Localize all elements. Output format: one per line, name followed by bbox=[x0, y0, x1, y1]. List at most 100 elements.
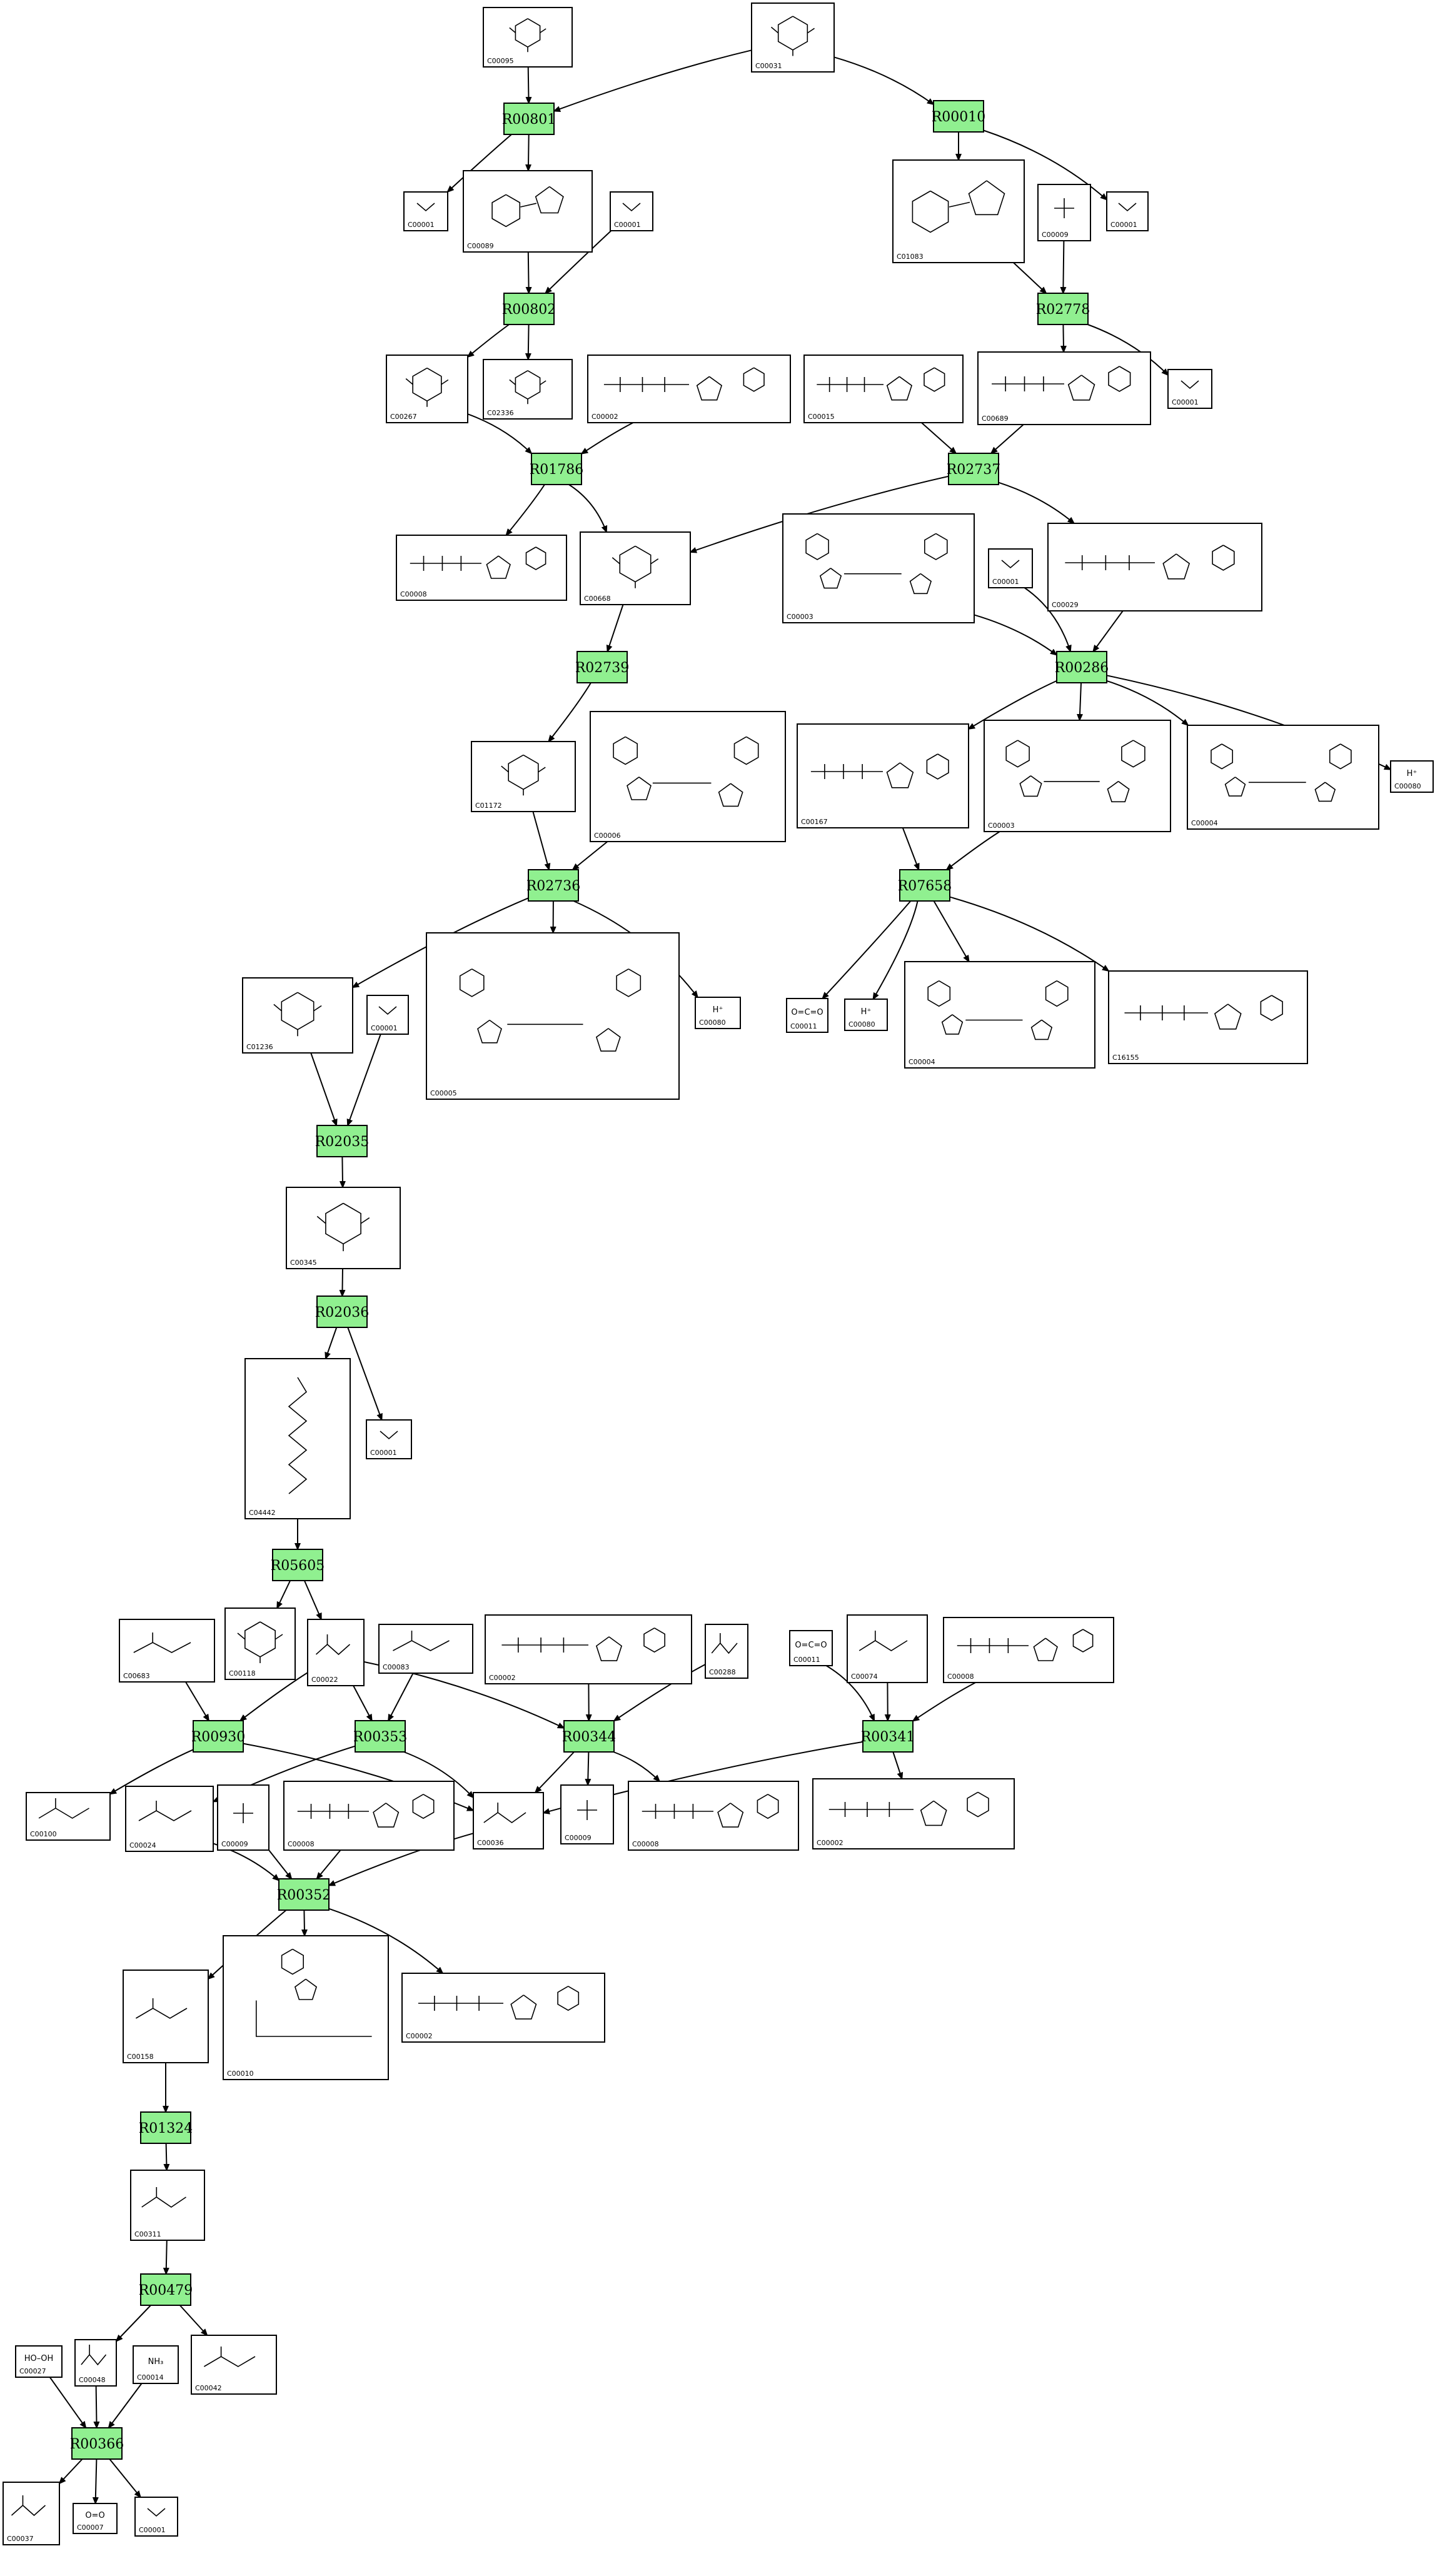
reaction-node[interactable]: R02035 bbox=[315, 1125, 370, 1157]
compound-node[interactable]: C04442 bbox=[244, 1358, 351, 1519]
compound-node[interactable]: C00009 bbox=[560, 1784, 614, 1844]
compound-node[interactable]: C00006 bbox=[590, 711, 786, 842]
compound-node[interactable]: H⁺C00080 bbox=[1390, 760, 1434, 793]
compound-node[interactable]: C00004 bbox=[1187, 725, 1379, 830]
compound-node[interactable]: C00001 bbox=[134, 2497, 178, 2537]
reaction-node[interactable]: R00010 bbox=[932, 100, 986, 133]
reaction-node[interactable]: R07658 bbox=[898, 869, 952, 902]
compound-node[interactable]: C00158 bbox=[123, 1970, 209, 2063]
compound-node[interactable]: C00008 bbox=[396, 535, 567, 601]
compound-node[interactable]: C00074 bbox=[847, 1614, 928, 1683]
compound-box bbox=[1390, 760, 1434, 793]
reaction-node[interactable]: R00802 bbox=[502, 293, 556, 325]
reaction-edge bbox=[328, 1833, 474, 1886]
compound-node[interactable]: C01172 bbox=[471, 741, 576, 812]
compound-node[interactable]: C00002 bbox=[812, 1778, 1015, 1849]
reaction-node[interactable]: R05605 bbox=[271, 1549, 325, 1581]
compound-node[interactable]: C00036 bbox=[473, 1792, 544, 1849]
compound-node[interactable]: C00008 bbox=[283, 1781, 455, 1851]
compound-node[interactable]: C00009 bbox=[1037, 184, 1091, 241]
compound-node[interactable]: C00015 bbox=[803, 355, 964, 423]
reaction-node[interactable]: R00479 bbox=[139, 2273, 193, 2306]
reaction-box bbox=[503, 293, 555, 325]
compound-node[interactable]: C16155 bbox=[1108, 970, 1308, 1064]
reaction-node[interactable]: R00344 bbox=[562, 1720, 617, 1753]
reaction-box bbox=[933, 100, 984, 133]
reaction-node[interactable]: R01786 bbox=[530, 453, 584, 485]
reaction-node[interactable]: R02737 bbox=[947, 453, 1001, 485]
compound-node[interactable]: C00345 bbox=[286, 1187, 401, 1269]
compound-node[interactable]: C00031 bbox=[751, 3, 835, 73]
compound-node[interactable]: C00689 bbox=[977, 351, 1151, 425]
compound-node[interactable]: C00008 bbox=[628, 1781, 799, 1851]
reaction-node[interactable]: R00352 bbox=[277, 1878, 331, 1911]
compound-node[interactable]: H⁺C00080 bbox=[695, 997, 741, 1029]
structure-glyph bbox=[315, 1634, 351, 1656]
compound-node[interactable]: C00042 bbox=[191, 2335, 277, 2395]
compound-node[interactable]: C00002 bbox=[587, 355, 791, 423]
structure-glyph bbox=[992, 366, 1131, 401]
reaction-node[interactable]: R00930 bbox=[191, 1720, 246, 1753]
compound-id: C00011 bbox=[790, 1022, 817, 1030]
reaction-node[interactable]: R00286 bbox=[1055, 651, 1109, 683]
compound-node[interactable]: C00022 bbox=[307, 1619, 365, 1686]
compound-node[interactable]: C00267 bbox=[386, 355, 468, 423]
compound-node[interactable]: C00001 bbox=[403, 191, 448, 231]
reaction-edge bbox=[179, 2305, 208, 2337]
compound-node[interactable]: C00002 bbox=[401, 1973, 605, 2043]
compound-node[interactable]: C00004 bbox=[904, 961, 1095, 1069]
reaction-node[interactable]: R00353 bbox=[353, 1720, 408, 1753]
compound-node[interactable]: C00010 bbox=[223, 1935, 389, 2080]
reaction-node[interactable]: R02736 bbox=[526, 869, 581, 902]
reaction-node[interactable]: R01324 bbox=[139, 2111, 193, 2144]
compound-node[interactable]: C01083 bbox=[892, 159, 1025, 263]
compound-node[interactable]: C00001 bbox=[366, 995, 409, 1035]
compound-node[interactable]: C00024 bbox=[125, 1786, 214, 1852]
compound-id: C00008 bbox=[632, 1840, 659, 1848]
compound-node[interactable]: C00683 bbox=[119, 1619, 215, 1683]
compound-node[interactable]: C00002 bbox=[485, 1614, 692, 1684]
compound-node[interactable]: C00003 bbox=[984, 720, 1171, 832]
compound-node[interactable]: C00089 bbox=[463, 170, 593, 253]
compound-node[interactable]: C00311 bbox=[130, 2170, 205, 2241]
reaction-node[interactable]: R02778 bbox=[1036, 293, 1090, 325]
compound-node[interactable]: C02336 bbox=[483, 359, 573, 420]
compound-node[interactable]: C00668 bbox=[580, 531, 691, 605]
compound-node[interactable]: C00009 bbox=[217, 1784, 269, 1851]
compound-node[interactable]: C00008 bbox=[943, 1617, 1114, 1683]
compound-node[interactable]: C00005 bbox=[426, 932, 680, 1100]
compound-node[interactable]: C00037 bbox=[3, 2482, 60, 2545]
compound-node[interactable]: C00095 bbox=[483, 7, 573, 68]
compound-node[interactable]: C00100 bbox=[26, 1792, 111, 1841]
compound-node[interactable]: C00083 bbox=[378, 1624, 473, 1674]
compound-node[interactable]: H⁺C00080 bbox=[844, 999, 888, 1031]
compound-node[interactable]: C00167 bbox=[797, 723, 969, 828]
reaction-box bbox=[948, 453, 999, 485]
compound-node[interactable]: C01236 bbox=[242, 977, 353, 1054]
reaction-node[interactable]: R02036 bbox=[315, 1296, 370, 1328]
reaction-node[interactable]: R00341 bbox=[861, 1720, 915, 1753]
compound-node[interactable]: C00003 bbox=[782, 513, 975, 623]
reaction-edge bbox=[912, 1682, 976, 1722]
reaction-node[interactable]: R02739 bbox=[575, 651, 630, 683]
compound-node[interactable]: C00001 bbox=[988, 548, 1033, 588]
compound-node[interactable]: C00001 bbox=[1167, 369, 1212, 409]
compound-node[interactable]: C00001 bbox=[1106, 191, 1149, 231]
reaction-id: R00366 bbox=[70, 2437, 124, 2452]
reaction-node[interactable]: R00801 bbox=[502, 103, 556, 135]
compound-id: C00683 bbox=[123, 1672, 150, 1680]
compound-node[interactable]: C00048 bbox=[74, 2339, 117, 2387]
compound-node[interactable]: C00001 bbox=[366, 1419, 412, 1459]
compound-node[interactable]: C00029 bbox=[1047, 523, 1262, 611]
reaction-edges bbox=[49, 49, 1392, 2505]
reaction-node[interactable]: R00366 bbox=[70, 2427, 124, 2460]
compound-id: C00004 bbox=[909, 1058, 935, 1066]
compound-node[interactable]: C00288 bbox=[705, 1624, 748, 1679]
compound-node[interactable]: C00118 bbox=[224, 1607, 296, 1680]
compound-node[interactable]: C00001 bbox=[610, 191, 653, 231]
